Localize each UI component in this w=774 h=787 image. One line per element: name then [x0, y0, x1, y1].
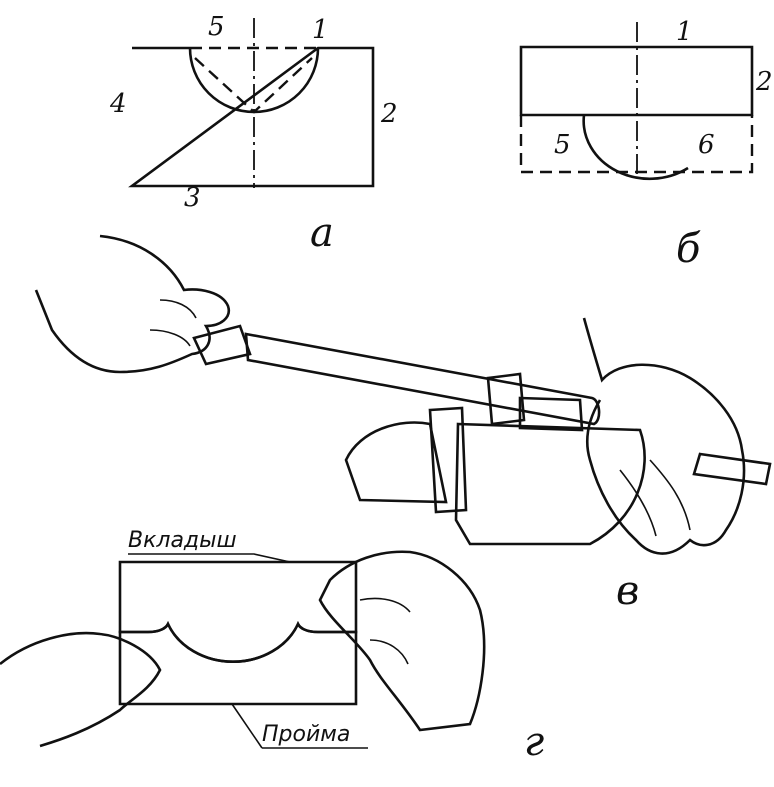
file-handle-icon	[192, 324, 252, 366]
insert-caption: Вкладыш	[128, 528, 237, 553]
right-hand-holding-icon	[318, 550, 486, 732]
right-hand-icon	[582, 317, 746, 555]
panel-a-edge-1: 1	[312, 15, 329, 45]
left-hand-holding-icon	[0, 631, 162, 748]
opening-piece	[118, 621, 358, 706]
panel-v-illustration	[34, 234, 772, 555]
left-hand-icon	[34, 234, 231, 374]
panel-b-edge-5: 5	[554, 130, 571, 160]
panel-g-illustration	[0, 550, 486, 748]
panel-b-edge-1: 1	[676, 17, 693, 47]
panel-a-label: а	[310, 210, 334, 256]
panel-b-diagram: 1 2 5 6	[519, 17, 773, 181]
panel-a-edge-2: 2	[380, 99, 398, 129]
panel-g-label: г	[524, 719, 544, 765]
opening-caption: Пройма	[262, 722, 350, 747]
file-tool-icon	[244, 332, 601, 426]
vise-icon	[344, 421, 448, 504]
panel-a-edge-5: 5	[208, 12, 225, 42]
panel-b-label: б	[676, 226, 701, 272]
insert-piece	[118, 560, 358, 664]
panel-v-label: в	[616, 568, 639, 614]
panel-a-diagram: 5 1 4 2 3	[109, 12, 398, 213]
panel-b-edge-2: 2	[755, 67, 773, 97]
panel-a-edge-4: 4	[109, 89, 127, 119]
panel-a-edge-3: 3	[184, 183, 201, 213]
panel-b-edge-6: 6	[698, 130, 715, 160]
